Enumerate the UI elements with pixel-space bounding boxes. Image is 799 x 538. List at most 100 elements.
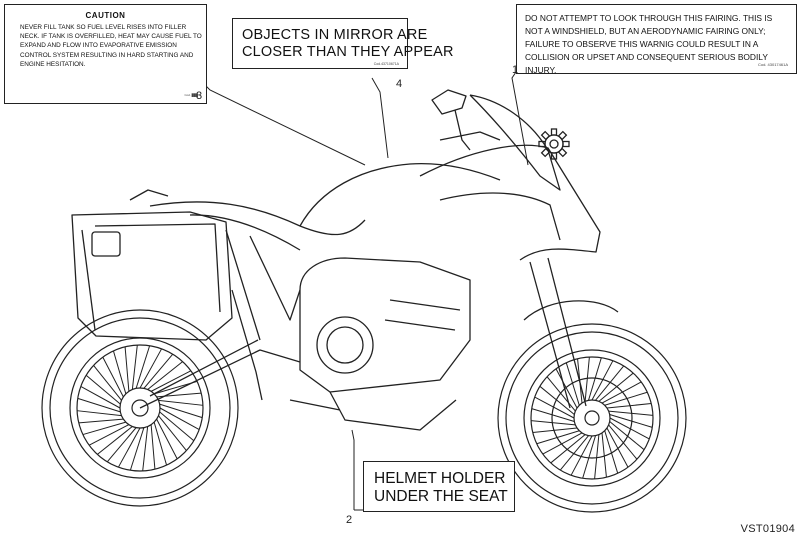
gear-icon [538, 128, 570, 160]
seat [149, 201, 366, 236]
fairing [419, 144, 601, 261]
spoke [159, 407, 200, 431]
spoke [534, 396, 575, 419]
spoke [606, 403, 652, 409]
callout-1: 1 [512, 64, 519, 76]
mirror [431, 89, 467, 115]
rear-spokes [77, 345, 203, 471]
tank [299, 162, 501, 227]
spoke [80, 385, 121, 409]
caution-label: CAUTION NEVER FILL TANK SO FUEL LEVEL RI… [4, 4, 207, 104]
mirror-line-2: CLOSER THAN THEY APPEAR [242, 44, 454, 60]
callout-2: 2 [346, 514, 353, 526]
spoke [106, 427, 137, 463]
helmet-holder-label: HELMET HOLDER UNDER THE SEAT [363, 461, 515, 512]
mirror-line-1: OBJECTS IN MIRROR ARE [242, 27, 428, 43]
swingarm [139, 339, 301, 409]
fairing-warning-code: Cod. 43017461A [757, 62, 788, 67]
spoke [129, 427, 145, 471]
spoke [158, 399, 203, 406]
leader-line-3 [204, 84, 366, 166]
spoke [156, 418, 178, 460]
callout-4: 4 [396, 78, 403, 90]
spoke [604, 430, 619, 474]
spoke [124, 346, 130, 392]
spoke [93, 365, 122, 401]
spoke [584, 357, 590, 402]
spoke [142, 426, 149, 471]
spoke [139, 348, 163, 389]
fairing-warning-label: DO NOT ATTEMPT TO LOOK THROUGH THIS FAIR… [516, 4, 797, 75]
mirror-text: OBJECTS IN MIRROR ARE CLOSER THAN THEY A… [242, 27, 454, 61]
windshield [469, 94, 561, 191]
spoke [565, 362, 580, 406]
spoke [588, 357, 602, 401]
mirror-label: OBJECTS IN MIRROR ARE CLOSER THAN THEY A… [232, 18, 454, 69]
spoke [608, 410, 653, 416]
spoke [559, 435, 589, 471]
engine [299, 257, 471, 393]
spoke [77, 397, 121, 413]
spoke [539, 385, 575, 415]
spoke [609, 417, 650, 440]
leader-line-2 [351, 429, 355, 510]
spoke [153, 422, 168, 466]
spoke [531, 408, 575, 422]
spoke [570, 435, 593, 476]
drawing-code: VST01904 [740, 523, 795, 535]
spoke [135, 345, 151, 389]
caution-text: NEVER FILL TANK SO FUEL LEVEL RISES INTO… [20, 24, 202, 68]
spoke [82, 421, 126, 436]
spoke [150, 370, 192, 392]
pannier [71, 211, 233, 341]
spoke [582, 435, 596, 479]
spoke [604, 391, 648, 406]
spoke [150, 424, 156, 470]
spoke [97, 426, 133, 455]
front-wheel [497, 323, 687, 513]
spoke [606, 427, 629, 468]
spoke [532, 427, 578, 433]
leader-line-1 [511, 71, 529, 166]
spoke [117, 427, 141, 468]
spoke [595, 365, 625, 401]
spoke [159, 403, 203, 419]
spoke [85, 374, 121, 405]
spoke [555, 368, 578, 409]
spoke [598, 372, 634, 402]
spoke [591, 360, 614, 401]
spoke [546, 376, 576, 412]
spoke [608, 424, 638, 460]
spoke [609, 414, 653, 428]
mirror-code: Cod.43710671A [373, 62, 399, 66]
fairing-warning-text: DO NOT ATTEMPT TO LOOK THROUGH THIS FAIR… [525, 13, 773, 75]
spoke [601, 432, 607, 478]
helmet-line-2: UNDER THE SEAT [374, 488, 508, 505]
front-spokes [531, 357, 653, 479]
caution-code: Cod. ███ [184, 93, 198, 97]
spoke [88, 424, 130, 446]
spoke [536, 430, 580, 445]
front-fork [529, 257, 587, 409]
spoke [143, 353, 174, 389]
spoke [77, 410, 122, 417]
callout-3: 3 [196, 90, 203, 102]
spoke [531, 420, 576, 426]
spoke [550, 434, 586, 464]
spoke [131, 345, 138, 390]
spoke [601, 381, 642, 404]
caution-title: CAUTION [85, 11, 126, 20]
spoke [102, 356, 124, 398]
helmet-line-1: HELMET HOLDER [374, 470, 506, 487]
leader-line-4 [371, 77, 389, 159]
body-outline [71, 89, 619, 431]
spoke [159, 411, 195, 442]
spoke [78, 418, 124, 424]
spoke [594, 434, 600, 479]
leader-lines [204, 71, 529, 511]
spoke [112, 350, 127, 394]
spoke [542, 432, 583, 455]
spoke [147, 361, 183, 390]
spoke [158, 415, 187, 451]
